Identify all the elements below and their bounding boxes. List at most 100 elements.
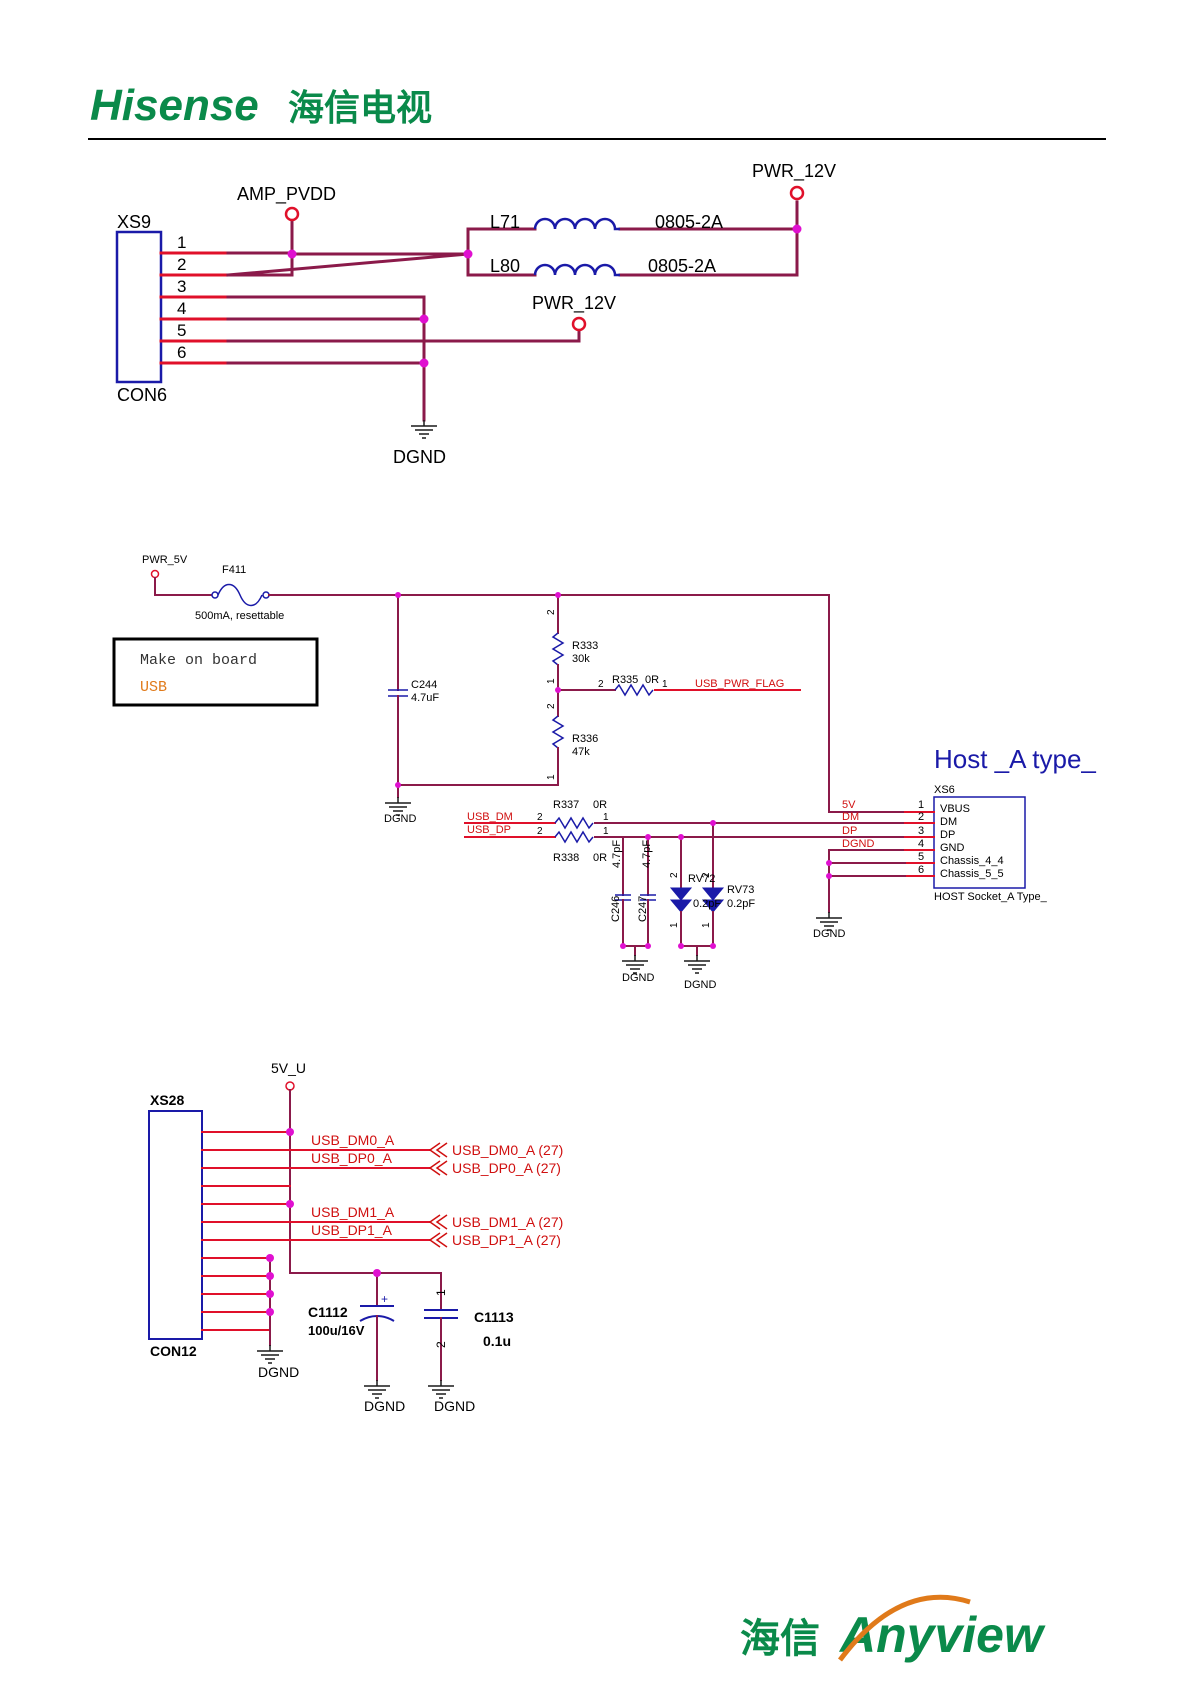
- junction: [710, 943, 716, 949]
- xs6-pin-name-chassis5: Chassis_5_5: [940, 868, 1004, 880]
- xs6-pin-stubs: [904, 811, 935, 877]
- junction: [710, 820, 716, 826]
- offpage-usb-dp0: USB_DP0_A (27): [452, 1160, 561, 1176]
- xs9-pin-4: 4: [177, 299, 186, 318]
- r333-pin-2: 2: [546, 609, 557, 615]
- r335-ref: R335: [612, 674, 638, 686]
- xs9-pin-2: 2: [177, 255, 186, 274]
- xs6-net-dp: DP: [842, 825, 857, 837]
- xs6-type: HOST Socket_A Type_: [934, 891, 1048, 903]
- pwr12v-mid-label: PWR_12V: [532, 293, 616, 314]
- net-usb-dm1: USB_DM1_A: [311, 1204, 395, 1220]
- section-usb-host: PWR_5V F411 500mA, resettable Make on bo…: [112, 554, 1096, 991]
- l71-value: 0805-2A: [655, 212, 723, 232]
- c246-ref: C246: [610, 896, 622, 922]
- c1113-pin-2: 2: [434, 1341, 448, 1348]
- junction: [678, 943, 684, 949]
- xs9-pin-stubs: [159, 251, 230, 365]
- c244-ref: C244: [411, 679, 437, 691]
- rv73-pin-1: 1: [701, 922, 712, 928]
- cap-right-value: 4.7pF: [641, 840, 653, 868]
- resistor-r333: [551, 632, 565, 666]
- header: Hisense 海信电视: [88, 81, 1106, 140]
- resistor-r337: [554, 816, 594, 830]
- junction: [266, 1308, 274, 1316]
- xs6-pin-num-1: 1: [918, 799, 924, 811]
- pwr12v-mid-port: [571, 316, 587, 332]
- junction: [395, 592, 401, 598]
- pwr12v-top-port: [789, 185, 805, 201]
- c1113-pin-1: 1: [434, 1289, 448, 1296]
- 5vu-port: [285, 1081, 295, 1091]
- junction: [419, 358, 429, 368]
- dgnd-label-c1113: DGND: [434, 1398, 475, 1414]
- xs6-net-dm: DM: [842, 811, 859, 823]
- r335-pin-1: 1: [662, 679, 668, 690]
- rv72-pin-1: 1: [669, 922, 680, 928]
- dgnd-symbol: [621, 954, 649, 974]
- f411-ref: F411: [222, 564, 246, 576]
- hisense-tv-cn: 海信电视: [288, 87, 432, 128]
- r336-ref: R336: [572, 733, 598, 745]
- dgnd-label-c244: DGND: [384, 813, 416, 825]
- dgnd-label-c1112: DGND: [364, 1398, 405, 1414]
- xs6-pin-num-3: 3: [918, 825, 924, 837]
- r337-pin-1: 1: [603, 812, 609, 823]
- dgnd-label-xs6: DGND: [813, 928, 845, 940]
- usb-dp-net: USB_DP: [467, 824, 511, 836]
- junction: [826, 860, 832, 866]
- junction: [266, 1254, 274, 1262]
- l71-ref: L71: [490, 212, 520, 232]
- amp-pvdd-port: [284, 206, 300, 222]
- r337-ref: R337: [553, 799, 579, 811]
- dgnd-symbol: [683, 954, 711, 974]
- r333-pin-1: 1: [546, 678, 557, 684]
- resistor-r335: [614, 683, 654, 697]
- c1113-value: 0.1u: [483, 1333, 511, 1349]
- xs6-pin-num-6: 6: [918, 864, 924, 876]
- junction: [373, 1269, 381, 1277]
- rv72-value: 0.2pF: [693, 898, 721, 910]
- anyview-logo: Anyview: [838, 1607, 1046, 1663]
- junction: [266, 1272, 274, 1280]
- junction: [645, 943, 651, 949]
- c244-value: 4.7uF: [411, 692, 439, 704]
- junction: [678, 834, 684, 840]
- section-speaker-power: XS9 CON6 1 2 3 4 5 6: [115, 161, 836, 467]
- junction: [555, 687, 561, 693]
- r338-ref: R338: [553, 852, 579, 864]
- rv72-ref: RV72: [688, 873, 715, 885]
- net-usb-dp1: USB_DP1_A: [311, 1222, 393, 1238]
- l80-value: 0805-2A: [648, 256, 716, 276]
- xs9-pin-6: 6: [177, 343, 186, 362]
- f411-value: 500mA, resettable: [195, 610, 284, 622]
- dgnd-symbol: [363, 1379, 391, 1399]
- xs9-pin-5: 5: [177, 321, 186, 340]
- note-line-2: USB: [140, 679, 167, 696]
- inductor-l80: [533, 263, 620, 277]
- r338-pin-1: 1: [603, 826, 609, 837]
- cap-left-value: 4.7pF: [611, 840, 623, 868]
- c1113-ref: C1113: [474, 1309, 514, 1325]
- xs9-ref: XS9: [117, 212, 151, 232]
- dgnd-symbol: [427, 1379, 455, 1399]
- rv73-pin-2: 2: [701, 872, 712, 878]
- tvs-rv72: [669, 887, 693, 913]
- junction: [286, 1128, 294, 1136]
- r335-value: 0R: [645, 674, 659, 686]
- r333-value: 30k: [572, 653, 590, 665]
- 5vu-label: 5V_U: [271, 1060, 306, 1076]
- xs6-pin-name-chassis4: Chassis_4_4: [940, 855, 1004, 867]
- r338-pin-2: 2: [537, 826, 543, 837]
- junction: [463, 249, 473, 259]
- junction: [645, 834, 651, 840]
- pwr5v-port: [150, 569, 160, 579]
- footer: 海信 Anyview: [740, 1594, 1046, 1663]
- xs6-pin-num-5: 5: [918, 851, 924, 863]
- usb-dm-net: USB_DM: [467, 811, 513, 823]
- hisense-logo: Hisense: [90, 81, 259, 130]
- anyview-swoosh: [838, 1594, 971, 1662]
- xs6-pin-name-vbus: VBUS: [940, 803, 970, 815]
- make-on-board-box: [112, 637, 319, 707]
- inductor-l71: [533, 217, 620, 231]
